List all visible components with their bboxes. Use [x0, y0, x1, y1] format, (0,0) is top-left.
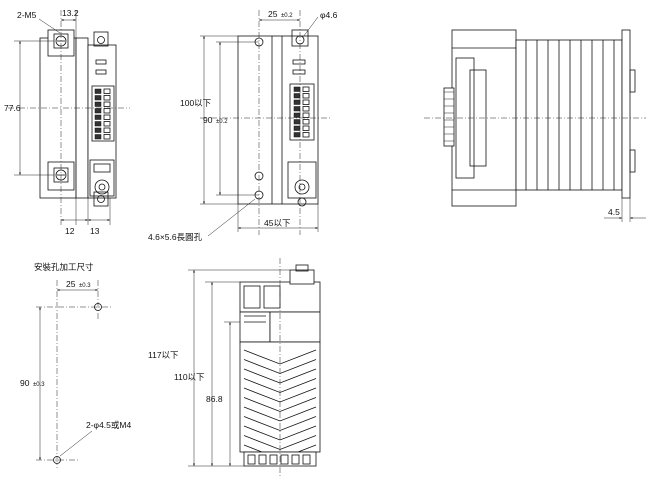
tol-25-mount: ±0.3: [79, 283, 91, 289]
connector-pin-slot: [302, 86, 310, 92]
bottom-pin: [269, 454, 278, 465]
tol-90-rear: ±0.2: [216, 119, 228, 125]
bottom-pin: [302, 454, 311, 465]
front-view: 2-M5 13.2 77.6 12 13: [4, 8, 130, 236]
mounting-pattern: 安裝孔加工尺寸 25 ±0.3 90 ±0.3 2-φ4.5或M4: [20, 262, 131, 468]
side-bracket: [621, 29, 631, 199]
dim-117: 117以下: [148, 350, 179, 360]
connector-pin: [94, 101, 102, 107]
tol-25-rear: ±0.2: [281, 13, 293, 19]
tol-90-mount: ±0.3: [33, 382, 45, 388]
dim-25-mount: 25: [66, 279, 76, 289]
connector-pin: [293, 112, 301, 118]
front-dial-icon: [94, 179, 110, 195]
mount-hole-bottom-icon: [53, 456, 61, 464]
connector-pin-slot: [103, 127, 111, 133]
connector-pin: [293, 125, 301, 131]
connector-pin-slot: [302, 99, 310, 105]
side-view: 4.5: [424, 29, 646, 222]
rear-connector: [289, 83, 315, 141]
rear-dial-icon: [294, 179, 310, 195]
connector-pin-slot: [302, 132, 310, 138]
connector-pin: [94, 108, 102, 114]
connector-pin: [293, 86, 301, 92]
dim-12: 12: [65, 226, 75, 236]
connector-pin-slot: [302, 125, 310, 131]
front-mount-hole-top-icon: [97, 36, 105, 44]
connector-pin-slot: [103, 114, 111, 120]
dim-25-rear: 25: [268, 9, 278, 19]
front-body-mid: [75, 37, 89, 199]
heatsink-fin: [243, 349, 317, 365]
dim-holes: 2-φ4.5或M4: [86, 420, 131, 430]
connector-pin: [94, 88, 102, 94]
connector-pin-slot: [302, 93, 310, 99]
bottom-pin: [247, 454, 256, 465]
connector-pin: [293, 99, 301, 105]
bottom-pin: [280, 454, 289, 465]
dim-86-8: 86.8: [206, 394, 223, 404]
connector-pin-slot: [103, 108, 111, 114]
connector-pin: [94, 121, 102, 127]
connector-pin: [94, 127, 102, 133]
connector-pin: [94, 95, 102, 101]
connector-pin: [293, 132, 301, 138]
dim-phi46: φ4.6: [320, 10, 338, 20]
bottom-pin: [258, 454, 267, 465]
rear-view: 25 ±0.2 φ4.6 100以下 90 ±0.2 4.6×5.6長圓孔 45…: [148, 9, 338, 242]
connector-pin-slot: [103, 134, 111, 140]
dim-45: 45以下: [264, 218, 291, 228]
connector-pin: [293, 93, 301, 99]
bottom-pin: [291, 454, 300, 465]
connector-pin: [293, 106, 301, 112]
connector-pin-slot: [302, 106, 310, 112]
side-heatsink: [515, 39, 623, 191]
dim-slot: 4.6×5.6長圓孔: [148, 232, 203, 242]
connector-pin: [94, 114, 102, 120]
bottom-view: 117以下 110以下 86.8: [148, 258, 321, 476]
heatsink-fin: [243, 416, 317, 431]
connector-pin: [293, 119, 301, 125]
dim-100: 100以下: [180, 98, 212, 108]
connector-pin-slot: [302, 112, 310, 118]
connector-pin-slot: [103, 88, 111, 94]
connector-pin-slot: [103, 101, 111, 107]
label-2m5: 2-M5: [17, 10, 37, 20]
connector-pin-slot: [103, 95, 111, 101]
dim-77-6: 77.6: [4, 103, 21, 113]
heatsink-fin: [243, 397, 317, 412]
dim-90-rear: 90: [203, 115, 213, 125]
side-connector: [443, 87, 455, 147]
connector-pin-slot: [103, 121, 111, 127]
mounting-title: 安裝孔加工尺寸: [34, 262, 94, 272]
dim-13: 13: [90, 226, 100, 236]
dim-4-5: 4.5: [608, 207, 620, 217]
connector-pin-slot: [302, 119, 310, 125]
dim-90-mount: 90: [20, 378, 30, 388]
dim-13-2: 13.2: [62, 8, 79, 18]
front-dial-box: [89, 159, 115, 197]
connector-pin: [94, 134, 102, 140]
dim-110: 110以下: [174, 372, 205, 382]
mount-hole-top-icon: [94, 303, 102, 311]
